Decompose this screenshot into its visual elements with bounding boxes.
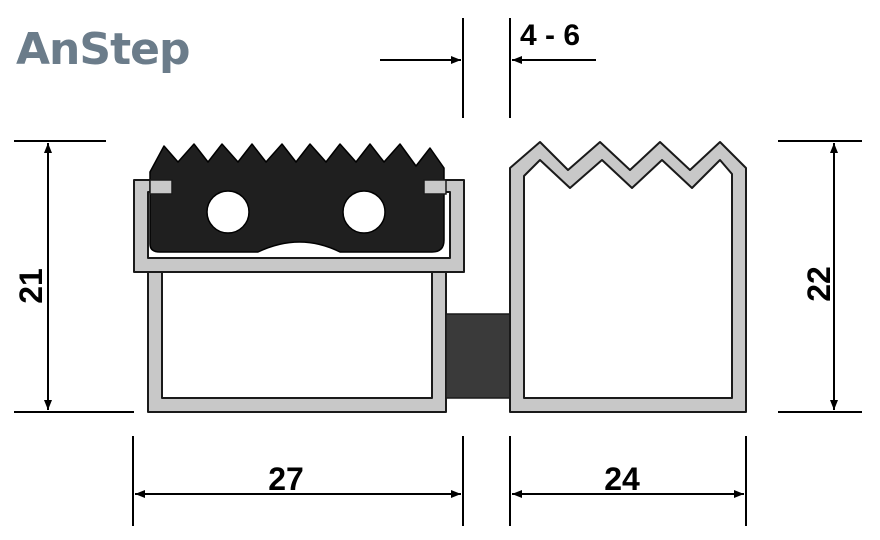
rubber-insert bbox=[149, 143, 445, 253]
right-profile-outline bbox=[509, 141, 747, 413]
insert-lip-right bbox=[423, 179, 447, 195]
spacer-block bbox=[445, 313, 511, 399]
right-height-label: 22 bbox=[801, 266, 837, 302]
left-width-label: 27 bbox=[268, 461, 304, 497]
insert-hole-right bbox=[342, 190, 386, 234]
left-height-label: 21 bbox=[13, 268, 49, 304]
brand-logo: AnStep bbox=[16, 24, 189, 75]
insert-lip-left bbox=[149, 179, 173, 195]
gap-dimension-label: 4 - 6 bbox=[520, 19, 580, 52]
left-profile-outline bbox=[147, 257, 447, 413]
right-width-label: 24 bbox=[604, 461, 640, 497]
insert-hole-left bbox=[206, 190, 250, 234]
